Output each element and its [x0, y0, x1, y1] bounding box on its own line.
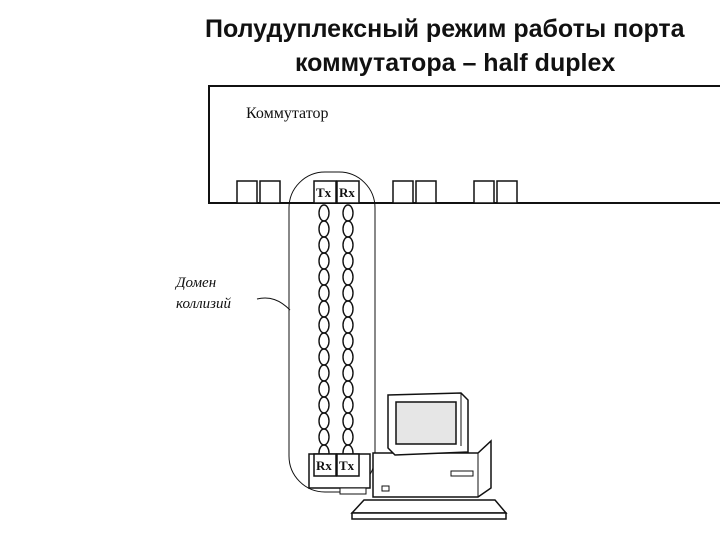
cable-twist-segment: [342, 396, 354, 414]
pc-network-card: Rx Tx: [308, 453, 371, 495]
cable-twist-segment: [342, 284, 354, 302]
switch-port-rx-label: Rx: [339, 185, 355, 200]
switch-label: Коммутатор: [246, 105, 328, 122]
switch-port-4: [473, 180, 518, 204]
keyboard: [350, 499, 508, 514]
cable-twist-segment: [342, 252, 354, 270]
switch-port-active: Tx Rx: [313, 180, 360, 204]
switch-port-3: [392, 180, 437, 204]
cable-twist-segment: [342, 428, 354, 446]
pc-port-rx-label: Rx: [316, 458, 332, 473]
cable-twist-segment: [318, 252, 330, 270]
cable-twist-segment: [318, 428, 330, 446]
switch-port-tx-label: Tx: [316, 185, 332, 200]
switch: Коммутатор Tx Rx: [208, 85, 720, 204]
monitor-screen: [395, 401, 457, 445]
collision-label-line-2: коллизий: [176, 296, 232, 312]
cable-twist-segment: [342, 348, 354, 366]
cable-twist-segment: [342, 364, 354, 382]
cable-twist-segment: [342, 236, 354, 254]
cable-twist-segment: [342, 380, 354, 398]
title-line-1: Полудуплексный режим работы порта: [205, 15, 685, 43]
cable-twist-segment: [318, 364, 330, 382]
cable-twist-segment: [318, 316, 330, 334]
cable-twist-segment: [318, 300, 330, 318]
cable-twist-segment: [342, 204, 354, 222]
twisted-pair-cable-tx: [318, 204, 330, 462]
cable-twist-segment: [318, 412, 330, 430]
computer: [350, 392, 508, 520]
cable-twist-segment: [342, 412, 354, 430]
collision-domain-outline: [288, 171, 376, 493]
pc-port-tx-label: Tx: [339, 458, 355, 473]
power-button-icon: [381, 485, 390, 492]
cable-twist-segment: [342, 268, 354, 286]
cable-twist-segment: [318, 284, 330, 302]
cable-twist-segment: [342, 220, 354, 238]
title-line-2: коммутатора – half duplex: [295, 49, 616, 77]
switch-port-1: [236, 180, 281, 204]
twisted-pair-cables: [318, 204, 354, 462]
drive-slot: [450, 470, 474, 477]
cable-twist-segment: [318, 348, 330, 366]
cable-twist-segment: [342, 300, 354, 318]
cable-twist-segment: [318, 204, 330, 222]
cable-twist-segment: [318, 332, 330, 350]
cable-twist-segment: [318, 268, 330, 286]
cable-twist-segment: [318, 380, 330, 398]
cable-twist-segment: [342, 332, 354, 350]
switch-outline: [208, 85, 720, 204]
twisted-pair-cable-rx: [342, 204, 354, 462]
collision-label-leader: [256, 297, 291, 311]
cable-twist-segment: [318, 220, 330, 238]
collision-domain-label: Домен коллизий: [174, 275, 291, 312]
cable-twist-segment: [318, 396, 330, 414]
cable-twist-segment: [342, 316, 354, 334]
collision-label-line-1: Домен: [174, 275, 216, 291]
cable-twist-segment: [318, 236, 330, 254]
